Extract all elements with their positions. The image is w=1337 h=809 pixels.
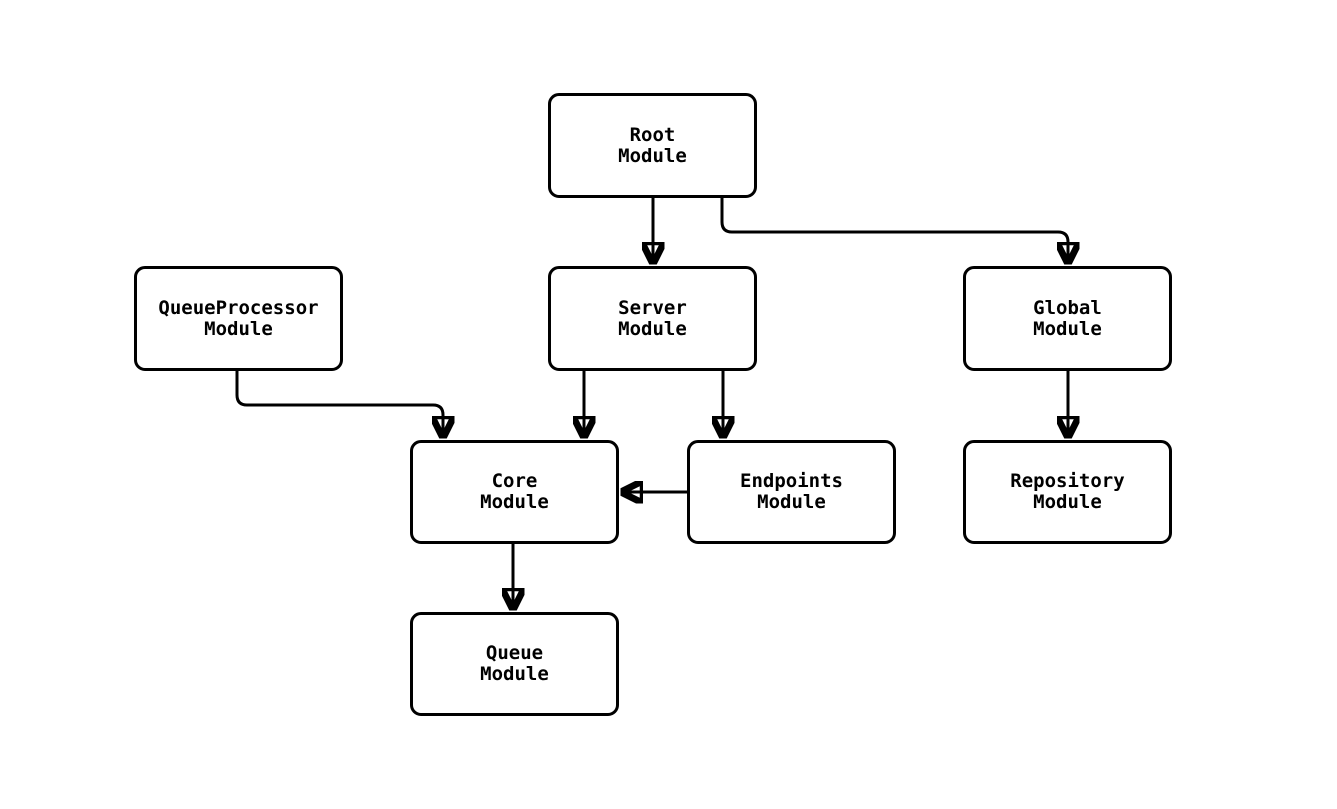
node-queueprocessor-module: QueueProcessor Module [134, 266, 343, 371]
edge-queueprocessor-to-core [235, 371, 443, 435]
node-repository-module-label: Repository Module [1010, 470, 1125, 513]
node-server-module-label: Server Module [618, 296, 687, 340]
node-root-module: Root Module [548, 93, 757, 198]
node-endpoints-module-label: Endpoints Module [740, 470, 843, 513]
node-global-module: Global Module [963, 266, 1172, 371]
node-repository-module: Repository Module [963, 440, 1172, 544]
edge-root-to-global [720, 198, 1068, 261]
node-queue-module: Queue Module [410, 612, 619, 716]
node-queue-module-label: Queue Module [480, 642, 549, 685]
node-global-module-label: Global Module [1033, 296, 1102, 340]
node-server-module: Server Module [548, 266, 757, 371]
node-queueprocessor-module-label: QueueProcessor Module [158, 296, 319, 340]
node-root-module-label: Root Module [618, 123, 687, 167]
node-core-module-label: Core Module [480, 470, 549, 513]
node-endpoints-module: Endpoints Module [687, 440, 896, 544]
node-core-module: Core Module [410, 440, 619, 544]
